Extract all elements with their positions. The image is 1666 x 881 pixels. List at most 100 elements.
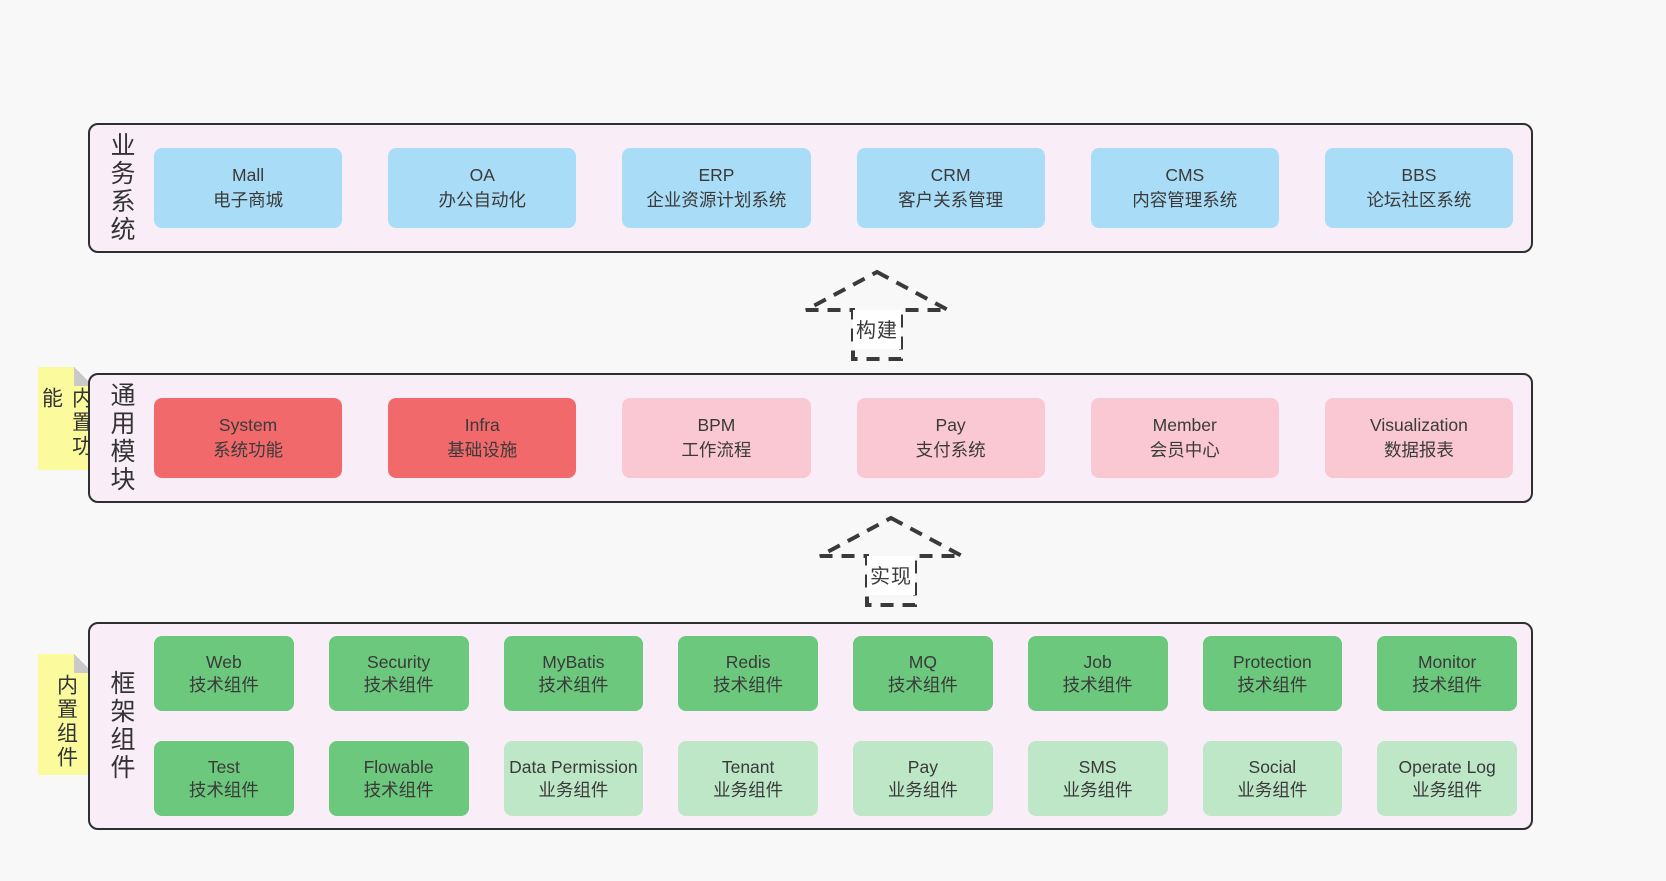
box-subtitle: 技术组件 <box>1237 674 1308 695</box>
box-subtitle: 客户关系管理 <box>898 190 1004 210</box>
box-subtitle: 技术组件 <box>887 674 958 695</box>
sticky-label: 内置功能 <box>39 387 93 459</box>
section-label-modules: 通用模块 <box>107 382 135 494</box>
arrow-implement: 实现 <box>816 514 966 609</box>
box-subtitle: 内容管理系统 <box>1132 190 1238 210</box>
sticky-note-builtin-features: 内置功能 <box>38 367 93 470</box>
box-title: BBS <box>1401 164 1437 185</box>
box-title: Flowable <box>363 756 434 777</box>
box-title: CRM <box>930 164 971 185</box>
box-title: Infra <box>464 414 500 435</box>
box-subtitle: 支付系统 <box>915 440 986 460</box>
box-cms: CMS 内容管理系统 <box>1090 148 1279 228</box>
box-title: ERP <box>698 164 735 185</box>
sticky-note-builtin-components: 内置组件 <box>38 654 93 775</box>
box-subtitle: 业务组件 <box>538 779 609 800</box>
box-subtitle: 技术组件 <box>363 779 434 800</box>
box-subtitle: 工作流程 <box>681 440 752 460</box>
box-title: MyBatis <box>542 651 605 672</box>
box-oa: OA 办公自动化 <box>388 148 577 228</box>
box-subtitle: 数据报表 <box>1383 440 1454 460</box>
box-subtitle: 业务组件 <box>1412 779 1483 800</box>
box-title: CMS <box>1165 164 1205 185</box>
box-system: System 系统功能 <box>154 398 343 478</box>
box-title: Test <box>207 756 240 777</box>
box-subtitle: 企业资源计划系统 <box>646 190 787 210</box>
arrow-label: 构建 <box>853 310 901 349</box>
box-title: Pay <box>907 756 938 777</box>
box-subtitle: 办公自动化 <box>438 190 527 210</box>
box-subtitle: 技术组件 <box>713 674 784 695</box>
box-title: System <box>218 414 278 435</box>
box-title: Redis <box>725 651 771 672</box>
box-bbs: BBS 论坛社区系统 <box>1324 148 1514 228</box>
box-title: MQ <box>908 651 937 672</box>
box-subtitle: 技术组件 <box>188 674 259 695</box>
sticky-label: 内置组件 <box>54 674 78 770</box>
box-crm: CRM 客户关系管理 <box>856 148 1045 228</box>
box-title: Mall <box>232 164 265 185</box>
box-subtitle: 业务组件 <box>887 779 958 800</box>
section-label-components: 框架组件 <box>107 670 135 782</box>
dashed-up-arrow-icon <box>805 269 949 361</box>
box-title: Visualization <box>1369 414 1468 435</box>
box-visualization: Visualization 数据报表 <box>1324 398 1514 478</box>
box-subtitle: 技术组件 <box>363 674 434 695</box>
box-title: BPM <box>697 414 736 435</box>
box-title: Social <box>1248 756 1297 777</box>
box-bpm: BPM 工作流程 <box>622 398 811 478</box>
box-title: Data Permission <box>509 756 638 777</box>
box-pay: Pay 支付系统 <box>856 398 1045 478</box>
box-subtitle: 技术组件 <box>1412 674 1483 695</box>
box-subtitle: 基础设施 <box>447 440 518 460</box>
box-title: Protection <box>1232 651 1312 672</box>
box-title: Pay <box>935 414 966 435</box>
arrow-build: 构建 <box>802 268 952 363</box>
box-title: Job <box>1083 651 1112 672</box>
box-title: OA <box>469 164 495 185</box>
box-subtitle: 业务组件 <box>1062 779 1133 800</box>
box-title: Member <box>1152 414 1217 435</box>
box-title: Operate Log <box>1398 756 1496 777</box>
box-title: Tenant <box>721 756 775 777</box>
box-subtitle: 技术组件 <box>1062 674 1133 695</box>
box-title: Web <box>206 651 242 672</box>
box-infra: Infra 基础设施 <box>388 398 577 478</box>
box-title: Security <box>367 651 431 672</box>
box-subtitle: 业务组件 <box>1237 779 1308 800</box>
box-erp: ERP 企业资源计划系统 <box>622 148 811 228</box>
box-subtitle: 技术组件 <box>538 674 609 695</box>
section-label-business: 业务系统 <box>107 132 135 244</box>
section-common-modules: 通用模块 System 系统功能 Infra 基础设施 BPM 工作流程 Pay 支付系统 Me… <box>88 373 1533 503</box>
box-subtitle: 系统功能 <box>213 440 284 460</box>
box-subtitle: 技术组件 <box>188 779 259 800</box>
arrow-label: 实现 <box>867 556 915 595</box>
box-title: SMS <box>1078 756 1117 777</box>
box-subtitle: 论坛社区系统 <box>1366 190 1472 210</box>
